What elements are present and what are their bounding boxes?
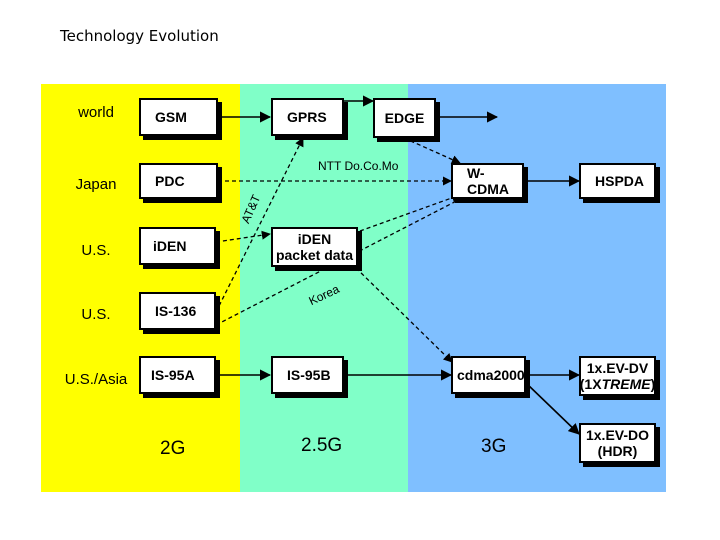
box-evdv-line2-pre: (1X	[579, 376, 602, 392]
arrow-edge-wcdma	[403, 137, 461, 164]
box-gsm: GSM	[139, 98, 218, 136]
box-cdma2000: cdma2000	[451, 356, 526, 394]
annotation-ntt-docomo: NTT Do.Co.Mo	[318, 159, 399, 173]
generation-2g-label: 2G	[160, 438, 186, 459]
box-evdv-line2-em: TREME	[601, 376, 651, 392]
box-1x-ev-dv-label: 1x.EV-DV (1XTREME)	[580, 360, 655, 392]
band-2g	[41, 84, 240, 492]
box-iden-packet-line1: iDEN	[297, 231, 332, 247]
slide-title: Technology Evolution	[60, 27, 219, 45]
arrow-is136-gprs	[215, 137, 304, 313]
box-gprs: GPRS	[271, 98, 344, 136]
region-us-iden: U.S.	[81, 242, 111, 259]
box-is95a-label: IS-95A	[151, 367, 195, 383]
box-gsm-label: GSM	[155, 109, 187, 125]
box-is95b-label: IS-95B	[287, 367, 331, 383]
box-is95a: IS-95A	[139, 356, 216, 394]
box-1x-ev-do: 1x.EV-DO (HDR)	[579, 423, 656, 463]
generation-3g-label: 3G	[481, 436, 507, 457]
box-1x-ev-do-label: 1x.EV-DO (HDR)	[586, 427, 649, 459]
box-1x-ev-dv: 1x.EV-DV (1XTREME)	[579, 356, 656, 396]
arrow-idenpacket-wcdma	[359, 193, 461, 232]
box-gprs-label: GPRS	[287, 109, 327, 125]
region-us-asia: U.S./Asia	[64, 371, 128, 388]
box-wcdma-label: W-CDMA	[467, 165, 509, 197]
box-pdc-label: PDC	[155, 173, 185, 189]
arrow-idenpacket-cdma2000	[355, 267, 453, 363]
box-iden-packet-data: iDEN packet data	[271, 227, 358, 267]
box-cdma2000-label: cdma2000	[457, 367, 525, 383]
box-pdc: PDC	[139, 163, 218, 199]
box-hspda-label: HSPDA	[595, 173, 645, 189]
box-is136: IS-136	[139, 292, 216, 330]
region-japan: Japan	[75, 176, 117, 193]
box-evdo-line2: (HDR)	[597, 443, 638, 459]
box-wcdma: W-CDMA	[451, 163, 524, 199]
box-edge: EDGE	[373, 98, 436, 138]
arrow-cdma2000-evdo	[525, 382, 580, 435]
box-evdv-line1: 1x.EV-DV	[586, 360, 649, 376]
box-is95b: IS-95B	[271, 356, 344, 394]
region-us-is136: U.S.	[81, 306, 111, 323]
box-evdv-line2-post: )	[650, 376, 656, 392]
box-iden-packet-line2: packet data	[275, 247, 354, 263]
box-iden-packet-data-label: iDEN packet data	[276, 231, 353, 263]
box-hspda: HSPDA	[579, 163, 656, 199]
region-world: world	[78, 104, 114, 121]
generation-2-5g-label: 2.5G	[301, 435, 343, 456]
box-is136-label: IS-136	[155, 303, 197, 319]
box-iden: iDEN	[139, 227, 216, 265]
band-2-5g	[240, 84, 408, 492]
box-evdo-line1: 1x.EV-DO	[585, 427, 650, 443]
box-edge-label: EDGE	[384, 110, 425, 126]
arrow-iden-idenpacket	[215, 230, 271, 243]
box-iden-label: iDEN	[153, 238, 187, 254]
